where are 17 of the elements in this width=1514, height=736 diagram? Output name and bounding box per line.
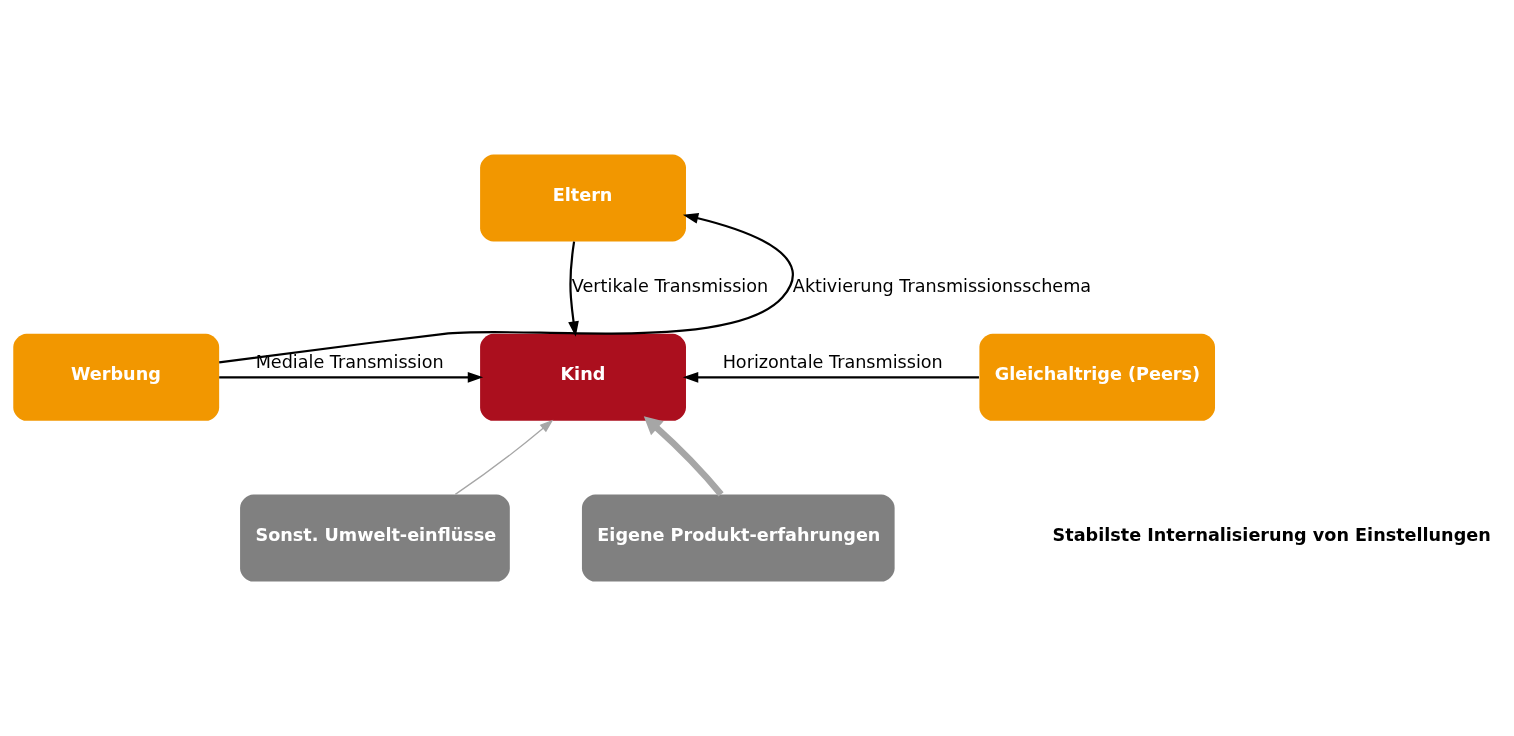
- arrow: [643, 416, 724, 497]
- edge-label: Aktivierung Transmissionsschema: [792, 275, 1092, 296]
- label: Stabilste Internalisierung von Einstellungen: [1052, 525, 1491, 546]
- node-box: Sonst. Umwelt-einflüsse: [240, 494, 510, 582]
- node-box: Eigene Produkt-erfahrungen: [581, 494, 895, 582]
- node-box: Kind: [480, 333, 686, 421]
- edge-label: Mediale Transmission: [255, 352, 444, 373]
- node-box: Gleichaltrige (Peers): [979, 333, 1215, 421]
- arrow: [454, 419, 554, 496]
- edge-label: Horizontale Transmission: [722, 352, 943, 373]
- node-box: Werbung: [13, 333, 220, 421]
- arrow: [682, 371, 979, 383]
- edge-label: Vertikale Transmission: [571, 275, 769, 296]
- node-box: Eltern: [480, 154, 686, 242]
- arrow: [219, 371, 484, 383]
- arrow: [219, 213, 794, 364]
- arrow: [568, 241, 579, 337]
